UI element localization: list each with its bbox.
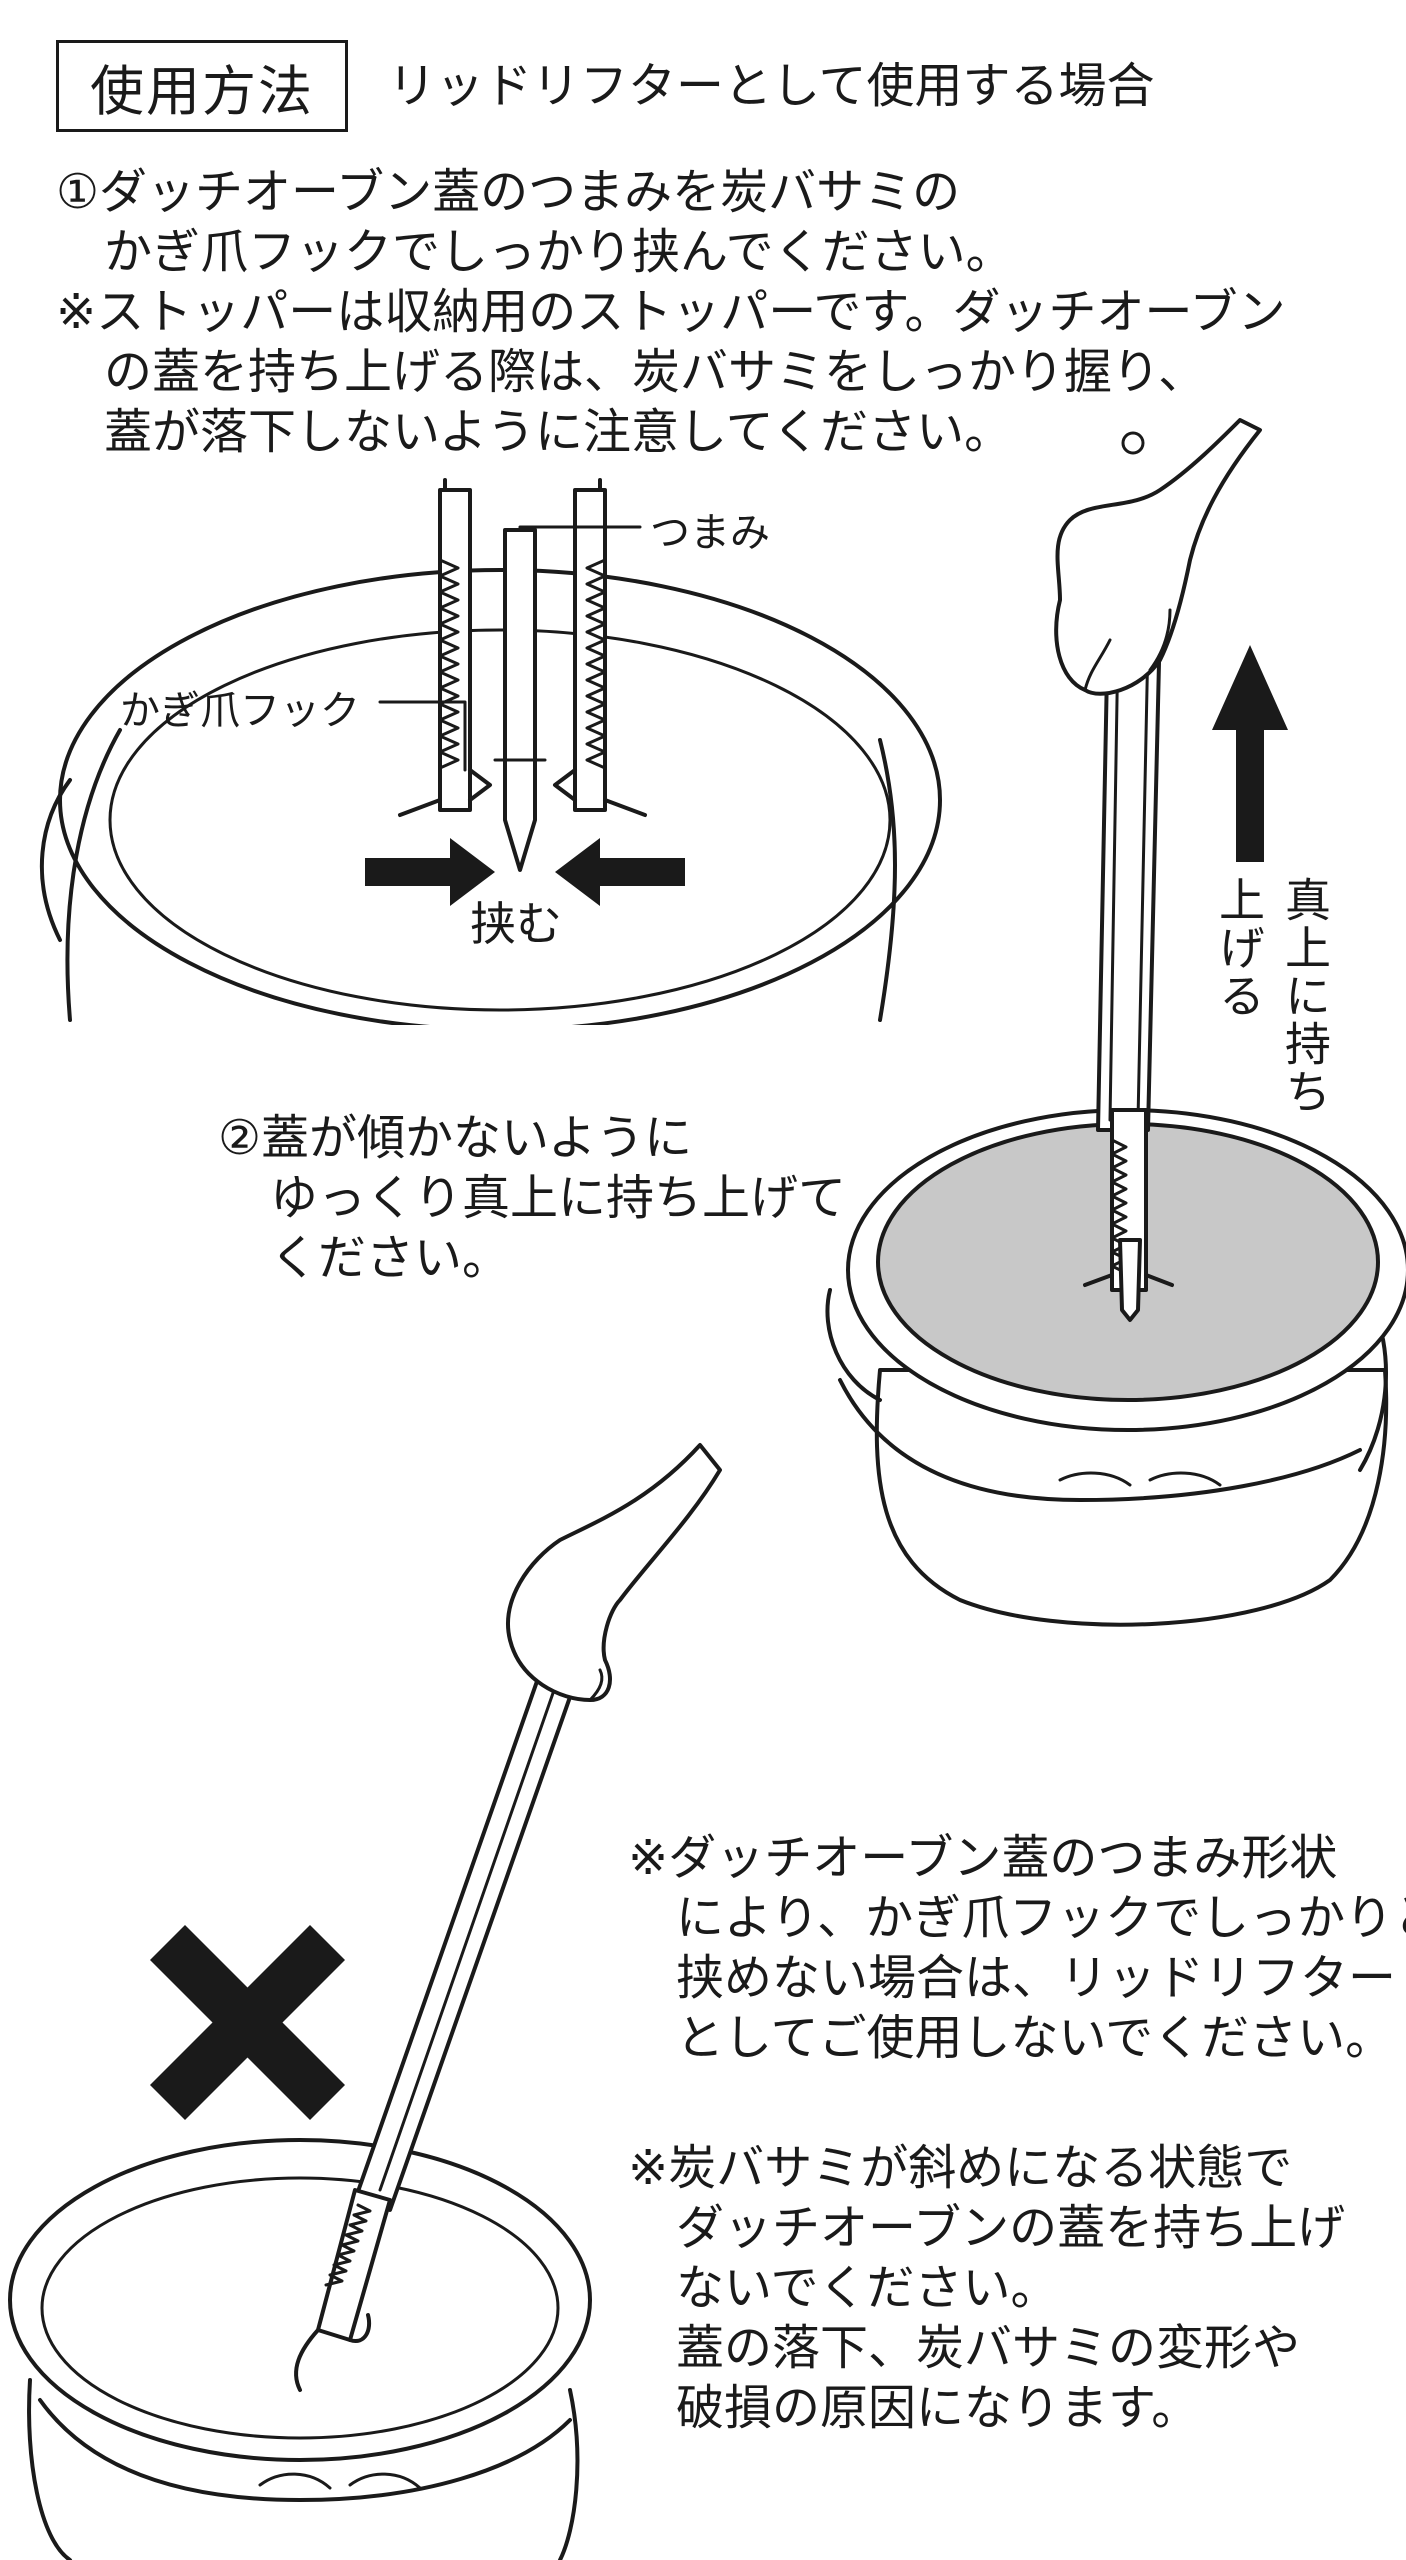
arrow-left-icon xyxy=(555,838,685,906)
step1-line1: ①ダッチオーブン蓋のつまみを炭バサミの xyxy=(56,164,961,220)
x-mark-icon xyxy=(150,1925,345,2120)
label-knob: つまみ xyxy=(650,510,770,556)
step2-line2: ゆっくり真上に持ち上げて xyxy=(270,1170,847,1226)
label-lift-straight-up: 真上に持ち上げる xyxy=(1212,876,1332,1116)
knob-leader-line xyxy=(518,525,642,532)
hand-upper xyxy=(1054,418,1262,696)
section-title: 使用方法 xyxy=(56,40,348,132)
step1-line2: かぎ爪フックでしっかり挟んでください。 xyxy=(104,224,1014,280)
note-stopper-line1: ※ストッパーは収納用のストッパーです。ダッチオーブン xyxy=(56,284,1286,340)
pot-tilted-lid xyxy=(8,2138,592,2560)
warning2-line1: ※炭バサミが斜めになる状態で xyxy=(628,2140,1293,2196)
lid-knob xyxy=(493,528,547,872)
step2-line1: ②蓋が傾かないように xyxy=(218,1110,693,1166)
pot-closeup xyxy=(0,568,1000,1055)
section-subtitle: リッドリフターとして使用する場合 xyxy=(388,58,1155,114)
warning1-line4: としてご使用しないでください。 xyxy=(676,2010,1394,2066)
warning1-line1: ※ダッチオーブン蓋のつまみ形状 xyxy=(628,1830,1338,1886)
warning2-line4: 蓋の落下、炭バサミの変形や xyxy=(676,2320,1301,2376)
note-stopper-line3: 蓋が落下しないように注意してください。 xyxy=(104,404,1013,460)
hand-lower xyxy=(506,1443,722,1702)
tongs-vertical xyxy=(1083,431,1174,1322)
warning2-line3: ないでください。 xyxy=(676,2260,1059,2316)
arrow-right-icon xyxy=(365,838,495,906)
step2-line3: ください。 xyxy=(270,1230,511,1286)
warning1-line2: により、かぎ爪フックでしっかりと xyxy=(676,1890,1406,1946)
warning2-line5: 破損の原因になります。 xyxy=(676,2380,1200,2436)
tongs-angled xyxy=(294,1628,592,2392)
label-pinch: 挟む xyxy=(470,897,562,951)
label-hook: かぎ爪フック xyxy=(120,688,360,734)
note-stopper-line2: の蓋を持ち上げる際は、炭バサミをしっかり握り、 xyxy=(104,344,1207,400)
warning1-line3: 挟めない場合は、リッドリフター xyxy=(676,1950,1397,2006)
arrow-up-icon xyxy=(1212,645,1288,862)
hook-leader-line xyxy=(378,700,467,772)
warning2-line2: ダッチオーブンの蓋を持ち上げ xyxy=(676,2200,1346,2256)
